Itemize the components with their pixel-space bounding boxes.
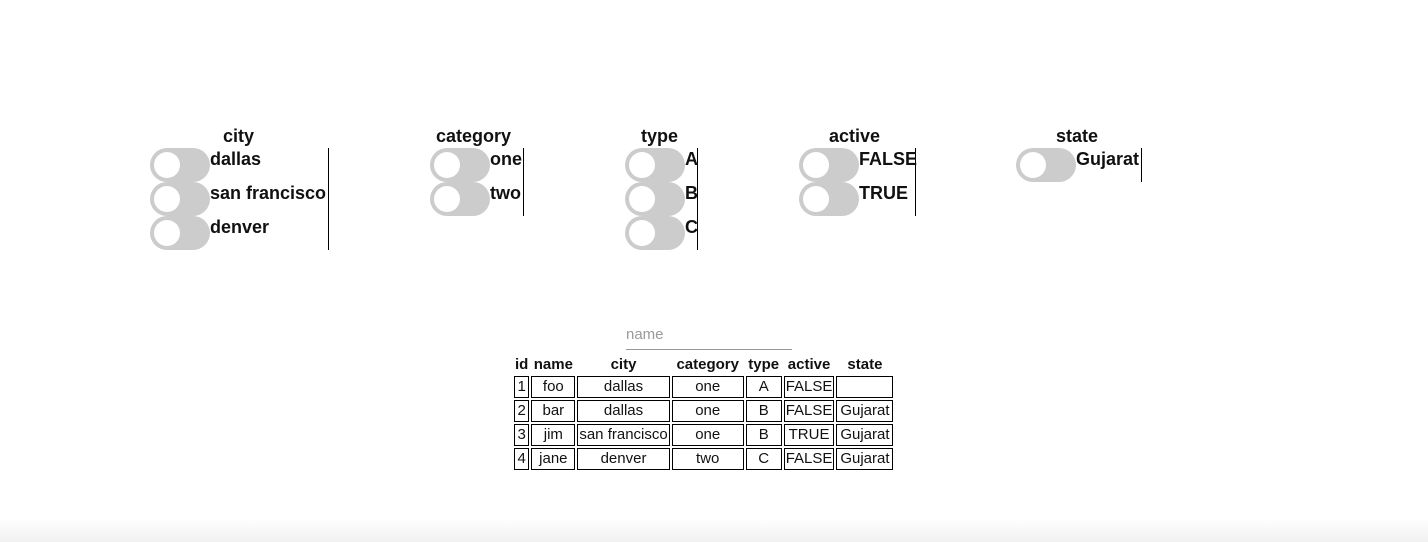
option-label: Gujarat xyxy=(1076,149,1140,169)
table-row: 1 foo dallas one A FALSE xyxy=(514,376,894,398)
toggle-switch[interactable] xyxy=(1016,148,1076,182)
cell-category: one xyxy=(671,376,744,398)
cell-category: two xyxy=(671,448,744,470)
filter-option: B xyxy=(625,182,698,216)
toggle-knob xyxy=(629,220,655,246)
filter-title-category: category xyxy=(436,126,512,146)
cell-city: dallas xyxy=(577,376,670,398)
cell-id: 2 xyxy=(514,400,530,422)
cell-city: san francisco xyxy=(577,424,670,446)
filter-title-city: city xyxy=(223,126,255,146)
cell-city: denver xyxy=(577,448,670,470)
cell-state xyxy=(836,376,894,398)
cell-category: one xyxy=(671,424,744,446)
cell-category: one xyxy=(671,400,744,422)
cell-state: Gujarat xyxy=(836,424,894,446)
toggle-knob xyxy=(154,220,180,246)
table-header-row: id name city category type active state xyxy=(514,354,893,374)
cell-type: A xyxy=(745,376,782,398)
toggle-knob xyxy=(1020,152,1046,178)
filter-option: two xyxy=(430,182,523,216)
page-bottom-edge xyxy=(0,518,1428,542)
toggle-switch[interactable] xyxy=(799,182,859,216)
cell-state: Gujarat xyxy=(836,400,894,422)
name-search-field xyxy=(626,322,792,350)
name-search-input[interactable] xyxy=(626,322,792,346)
cell-active: FALSE xyxy=(783,400,835,422)
option-label: FALSE xyxy=(859,149,918,169)
filter-option: FALSE xyxy=(799,148,918,182)
toggle-knob xyxy=(434,152,460,178)
cell-active: TRUE xyxy=(783,424,835,446)
column-header-type: type xyxy=(748,355,780,373)
cell-name: jim xyxy=(531,424,576,446)
table-row: 2 bar dallas one B FALSE Gujarat xyxy=(514,400,894,422)
filter-title-type: type xyxy=(641,126,679,146)
toggle-knob xyxy=(154,186,180,212)
toggle-switch[interactable] xyxy=(150,182,210,216)
toggle-knob xyxy=(154,152,180,178)
option-label: san francisco xyxy=(210,183,327,203)
cell-id: 1 xyxy=(514,376,530,398)
filter-option: A xyxy=(625,148,698,182)
toggle-knob xyxy=(629,186,655,212)
toggle-switch[interactable] xyxy=(150,148,210,182)
cell-type: C xyxy=(745,448,782,470)
data-table: id name city category type active state … xyxy=(512,352,895,472)
cell-active: FALSE xyxy=(783,376,835,398)
filter-option: C xyxy=(625,216,698,250)
filter-option: denver xyxy=(150,216,328,250)
cell-name: foo xyxy=(531,376,576,398)
toggle-switch[interactable] xyxy=(430,148,490,182)
cell-type: B xyxy=(745,400,782,422)
cell-state: Gujarat xyxy=(836,448,894,470)
option-label: C xyxy=(685,217,698,237)
cell-type: B xyxy=(745,424,782,446)
cell-city: dallas xyxy=(577,400,670,422)
filter-title-state: state xyxy=(1056,126,1099,146)
toggle-switch[interactable] xyxy=(430,182,490,216)
toggle-switch[interactable] xyxy=(625,148,685,182)
option-label: TRUE xyxy=(859,183,908,203)
toggle-switch[interactable] xyxy=(625,216,685,250)
column-header-name: name xyxy=(533,355,573,373)
column-header-active: active xyxy=(787,355,831,373)
filter-options-state: Gujarat xyxy=(1016,148,1142,182)
filter-option: TRUE xyxy=(799,182,915,216)
column-header-category: category xyxy=(676,355,739,373)
column-header-id: id xyxy=(515,355,529,373)
filter-title-active: active xyxy=(829,126,881,146)
cell-active: FALSE xyxy=(783,448,835,470)
option-label: denver xyxy=(210,217,270,237)
cell-id: 4 xyxy=(514,448,530,470)
column-header-state: state xyxy=(847,355,883,373)
table-row: 3 jim san francisco one B TRUE Gujarat xyxy=(514,424,894,446)
toggle-switch[interactable] xyxy=(799,148,859,182)
cell-id: 3 xyxy=(514,424,530,446)
toggle-knob xyxy=(803,186,829,212)
toggle-knob xyxy=(434,186,460,212)
toggle-knob xyxy=(803,152,829,178)
cell-name: bar xyxy=(531,400,576,422)
toggle-switch[interactable] xyxy=(150,216,210,250)
column-header-city: city xyxy=(610,355,637,373)
cell-name: jane xyxy=(531,448,576,470)
filter-option: one xyxy=(430,148,523,182)
toggle-switch[interactable] xyxy=(625,182,685,216)
filter-option: san francisco xyxy=(150,182,328,216)
filter-options-category: one two xyxy=(430,148,524,216)
option-label: dallas xyxy=(210,149,262,169)
option-label: two xyxy=(490,183,521,203)
option-label: A xyxy=(685,149,698,169)
option-label: B xyxy=(685,183,698,203)
filter-option: Gujarat xyxy=(1016,148,1141,182)
option-label: one xyxy=(490,149,523,169)
toggle-knob xyxy=(629,152,655,178)
table-row: 4 jane denver two C FALSE Gujarat xyxy=(514,448,894,470)
filter-options-city: dallas san francisco denver xyxy=(150,148,329,250)
filter-options-active: FALSE TRUE xyxy=(799,148,918,216)
filter-options-type: A B C xyxy=(625,148,698,250)
filter-option: dallas xyxy=(150,148,328,182)
